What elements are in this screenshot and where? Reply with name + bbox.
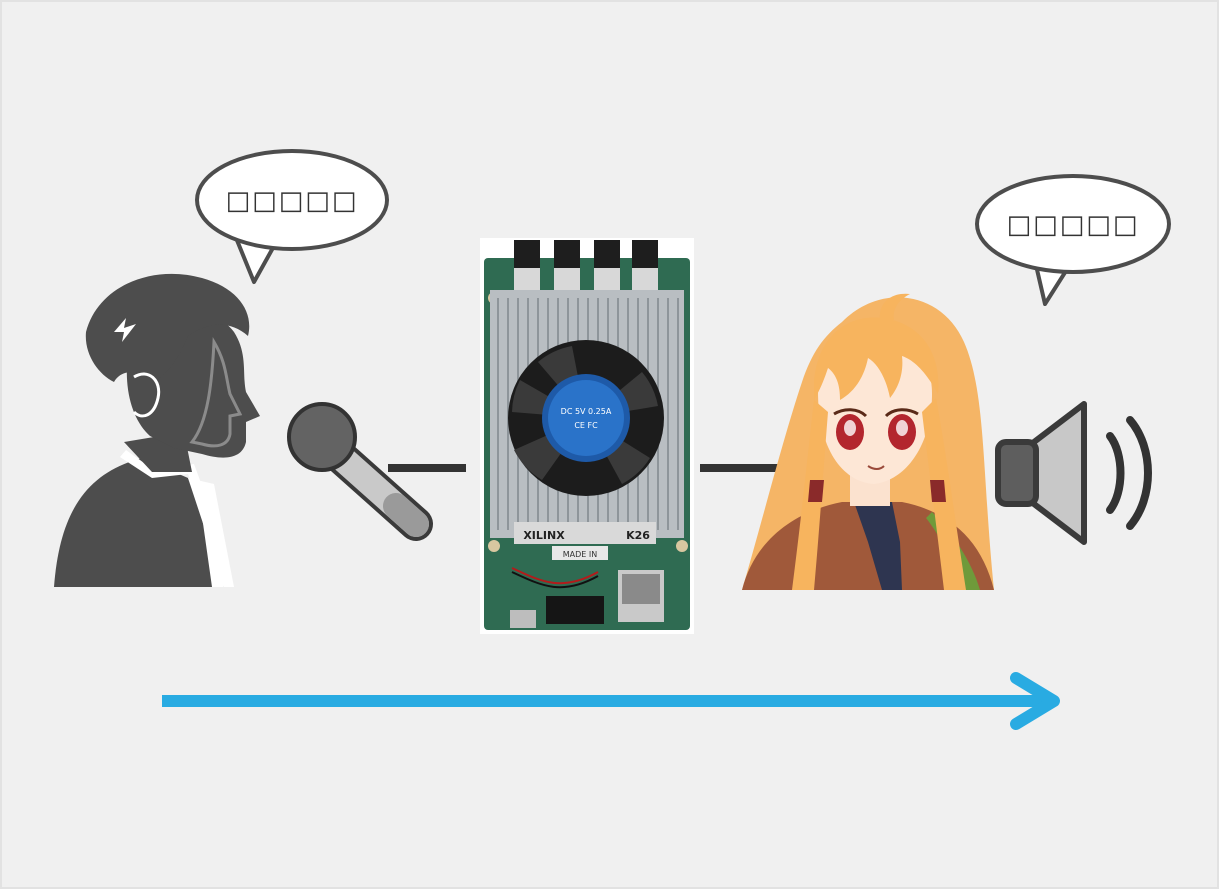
board-model-label: K26 bbox=[626, 529, 650, 542]
right-speech-bubble: □□□□□ bbox=[975, 174, 1171, 306]
fan-label-line-1: DC 5V 0.25A bbox=[561, 407, 612, 416]
microphone-icon bbox=[287, 402, 433, 541]
left-bubble-text: □□□□□ bbox=[226, 186, 359, 216]
board-brand-label: XILINX bbox=[523, 529, 565, 542]
man-speaker-icon bbox=[54, 273, 260, 587]
fan-label-line-2: CE FC bbox=[574, 421, 598, 430]
right-bubble-text: □□□□□ bbox=[1007, 210, 1140, 240]
flow-arrow bbox=[162, 672, 1060, 730]
speaker-icon bbox=[995, 401, 1152, 545]
board-made-label: MADE IN bbox=[563, 550, 597, 559]
anime-character-image bbox=[742, 293, 994, 590]
fpga-board-image: DC 5V 0.25A CE FC XILINX K26 MADE IN bbox=[480, 238, 694, 634]
left-speech-bubble: □□□□□ bbox=[195, 149, 389, 284]
